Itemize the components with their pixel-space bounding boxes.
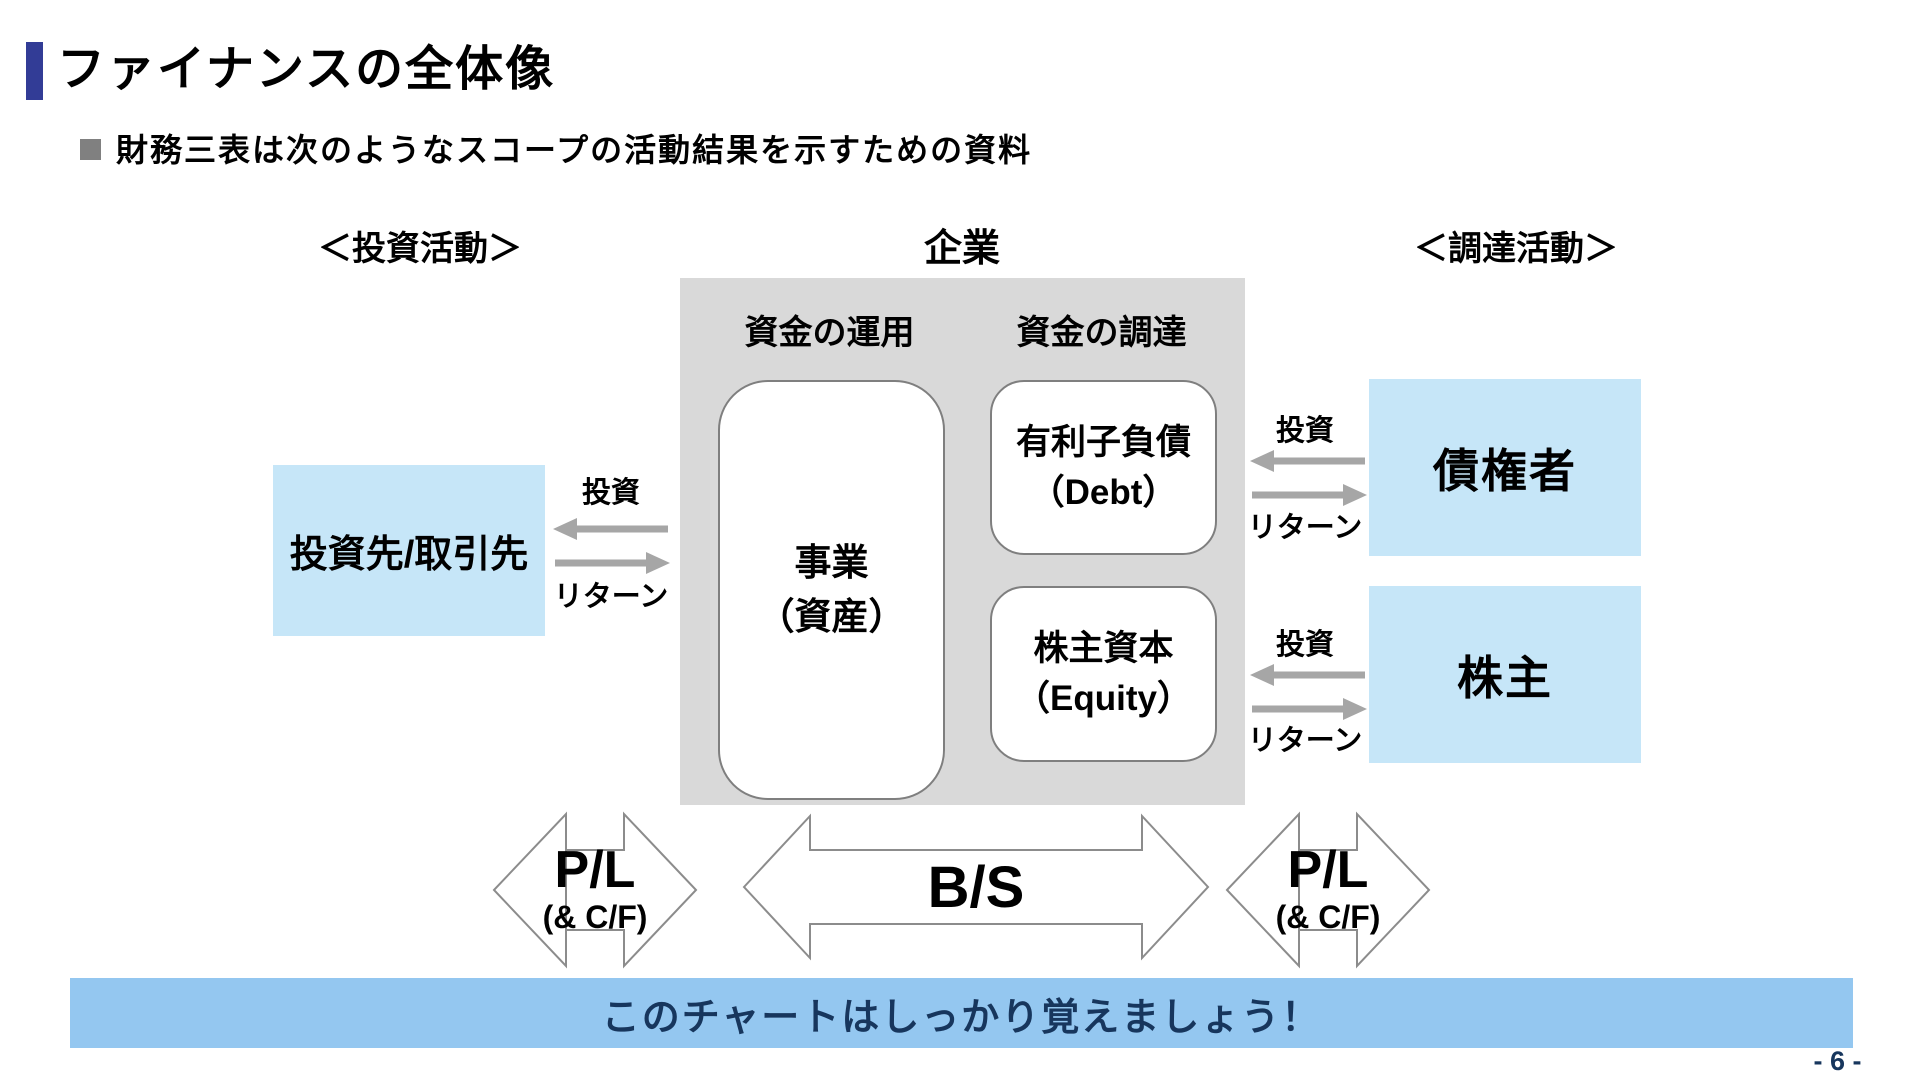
invest-label-shareholders: 投資 <box>1275 629 1334 661</box>
left-right-arrow-outline-icon <box>742 813 1210 961</box>
business-assets-box: 事業 （資産） <box>718 380 945 800</box>
equity-box-line2: （Equity） <box>1015 679 1192 718</box>
pl-left-sublabel: (& C/F) <box>542 899 648 935</box>
pl-cf-shape-right: P/L (& C/F) <box>1225 810 1431 970</box>
label-investing-activities: ＜投資活動＞ <box>318 230 522 268</box>
label-raising-of-funds: 資金の調達 <box>1016 314 1187 352</box>
creditors-box: 債権者 <box>1369 379 1641 556</box>
pl-right-sublabel: (& C/F) <box>1275 899 1381 935</box>
pl-cf-shape-left: P/L (& C/F) <box>492 810 698 970</box>
label-financing-activities: ＜調達活動＞ <box>1414 230 1618 268</box>
page-number: - 6 - <box>1813 1046 1862 1076</box>
invest-label-left: 投資 <box>581 477 640 509</box>
shareholders-box: 株主 <box>1369 586 1641 763</box>
title-accent-bar <box>26 42 43 100</box>
business-box-line2: （資産） <box>757 596 906 637</box>
equity-box: 株主資本 （Equity） <box>990 586 1217 762</box>
debt-box-line2: （Debt） <box>1029 472 1178 512</box>
invest-arrow-shareholders-icon <box>1250 664 1365 686</box>
invest-arrow-creditors-icon <box>1250 450 1365 472</box>
return-label-creditors: リターン <box>1247 512 1363 544</box>
return-label-left: リターン <box>553 581 669 613</box>
pl-left-label: P/L <box>554 841 636 899</box>
double-arrow-outline-icon <box>1225 811 1431 969</box>
return-arrow-right-icon <box>555 552 670 574</box>
debt-box-line1: 有利子負債 <box>1015 422 1191 462</box>
bullet-square-icon <box>80 139 101 160</box>
investees-box: 投資先/取引先 <box>273 465 545 636</box>
shareholders-label: 株主 <box>1457 651 1553 704</box>
investees-label: 投資先/取引先 <box>289 534 529 576</box>
equity-box-line1: 株主資本 <box>1033 629 1174 668</box>
footer-banner-text: このチャートはしっかり覚えましょう！ <box>601 996 1322 1039</box>
business-box-line1: 事業 <box>794 542 869 583</box>
footer-banner: このチャートはしっかり覚えましょう！ <box>70 978 1853 1048</box>
double-arrow-outline-icon <box>492 811 698 969</box>
bullet-text: 財務三表は次のようなスコープの活動結果を示すための資料 <box>116 132 1033 168</box>
invest-arrow-left-icon <box>553 518 668 540</box>
bs-label: B/S <box>927 854 1025 920</box>
invest-label-creditors: 投資 <box>1275 415 1334 447</box>
pl-right-label: P/L <box>1287 841 1369 899</box>
page-title: ファイナンスの全体像 <box>57 43 556 96</box>
label-company: 企業 <box>923 228 1000 270</box>
label-use-of-funds: 資金の運用 <box>744 314 915 352</box>
return-arrow-shareholders-icon <box>1252 698 1367 720</box>
bs-shape: B/S <box>742 812 1210 962</box>
return-arrow-creditors-icon <box>1252 484 1367 506</box>
creditors-label: 債権者 <box>1433 444 1577 497</box>
debt-box: 有利子負債 （Debt） <box>990 380 1217 555</box>
return-label-shareholders: リターン <box>1247 725 1363 757</box>
